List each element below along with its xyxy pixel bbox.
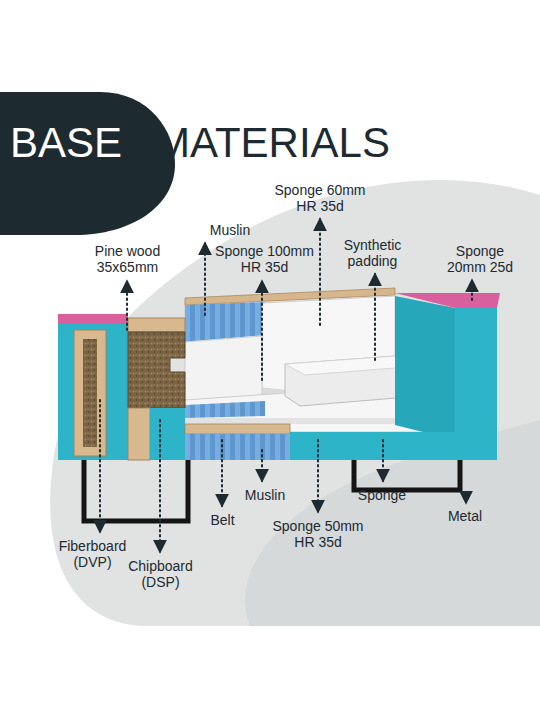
front-rail — [185, 424, 455, 460]
part-label: Pine wood 35x65mm — [90, 243, 165, 275]
title-blob: BASE — [0, 92, 175, 235]
part-label: Belt — [205, 512, 240, 528]
metal-legs — [84, 460, 460, 521]
part-label: Muslin — [200, 222, 260, 238]
part-label: Synthetic padding — [335, 237, 410, 269]
ground-blob — [50, 180, 540, 626]
part-label: Metal — [440, 508, 490, 524]
part-label: Sponge 100mm HR 35d — [212, 243, 317, 275]
title-word: BASE — [0, 92, 122, 164]
part-label: Chipboard (DSP) — [118, 558, 203, 590]
title-text: MATERIALS — [155, 122, 390, 164]
part-label: Sponge 20mm 25d — [440, 243, 520, 275]
left-arm — [58, 314, 185, 460]
part-label: Fiberboard (DVP) — [50, 538, 135, 570]
part-label: Sponge — [352, 487, 412, 503]
part-label: Sponge 50mm HR 35d — [268, 518, 368, 550]
part-label: Sponge 60mm HR 35d — [270, 182, 370, 214]
blob-fill — [0, 92, 175, 235]
part-label: Muslin — [240, 487, 290, 503]
